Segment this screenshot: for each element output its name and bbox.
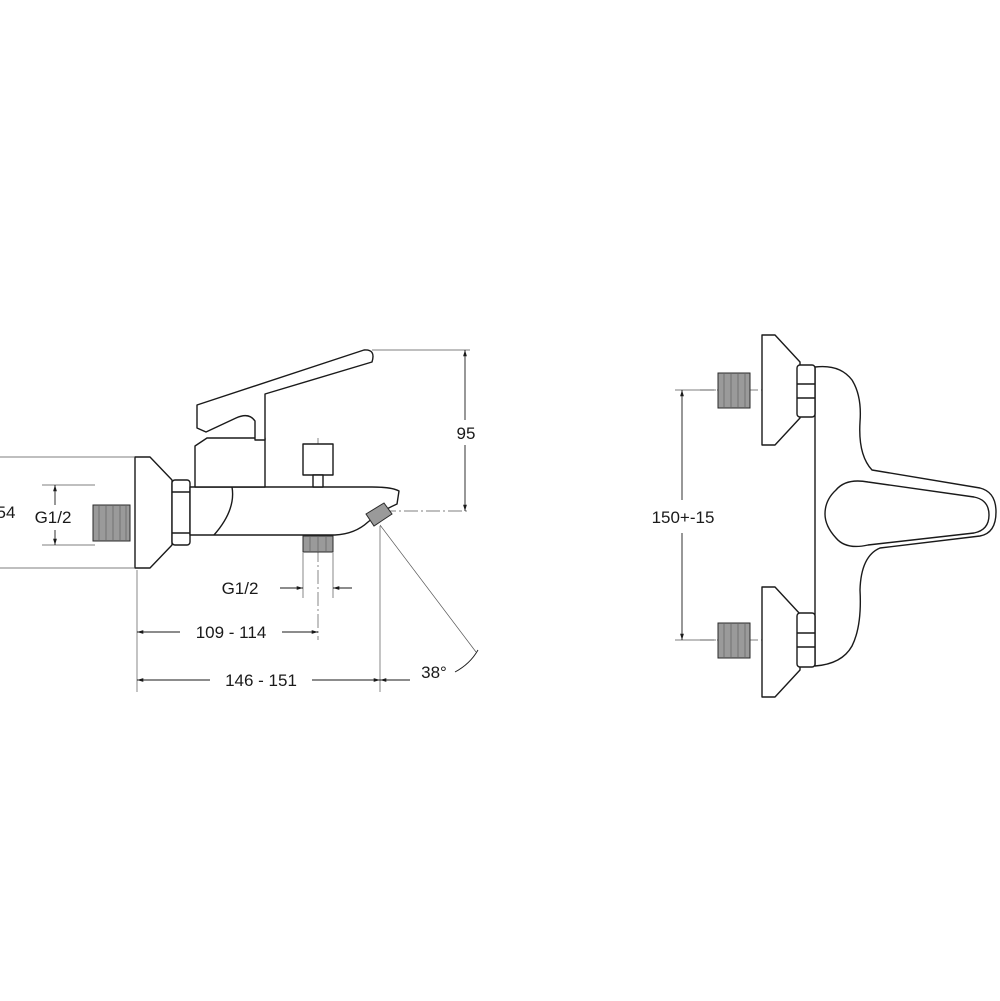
dim-height-label: 95 — [457, 424, 476, 443]
wall-escutcheon — [134, 456, 173, 569]
union-nut — [171, 479, 191, 546]
aerator — [365, 502, 393, 527]
cartridge-housing — [194, 437, 266, 488]
dim-thread-bottom-label: G1/2 — [222, 579, 259, 598]
inlet-thread — [92, 504, 131, 542]
dim-spacing-label: 150+-15 — [652, 508, 715, 527]
diverter-stem — [312, 474, 324, 488]
escutcheon-bottom — [761, 586, 801, 698]
side-view: 54 G1/2 95 G1/2 109 - 114 146 - 151 38° — [0, 349, 479, 692]
union-nut-top — [796, 364, 816, 418]
union-nut-bottom — [796, 612, 816, 668]
dim-angle-label: 38° — [421, 663, 447, 682]
dim-wall-depth-label: 54 — [0, 503, 15, 522]
mixer-body-front — [814, 365, 997, 667]
dim-length-label: 146 - 151 — [225, 671, 297, 690]
dim-outlet-label: 109 - 114 — [196, 623, 267, 642]
angle-arc — [454, 649, 479, 673]
mixer-lever — [196, 349, 374, 441]
diverter-knob — [302, 443, 334, 476]
escutcheon-top — [761, 334, 801, 446]
spout-angle-line — [379, 524, 477, 653]
mixer-body — [189, 486, 400, 536]
dim-thread-left-label: G1/2 — [35, 508, 72, 527]
inlet-thread-ribs — [98, 506, 127, 540]
lever-handle-outline — [824, 480, 990, 548]
front-view: 150+-15 — [652, 334, 997, 698]
body-contour-line — [213, 486, 234, 536]
